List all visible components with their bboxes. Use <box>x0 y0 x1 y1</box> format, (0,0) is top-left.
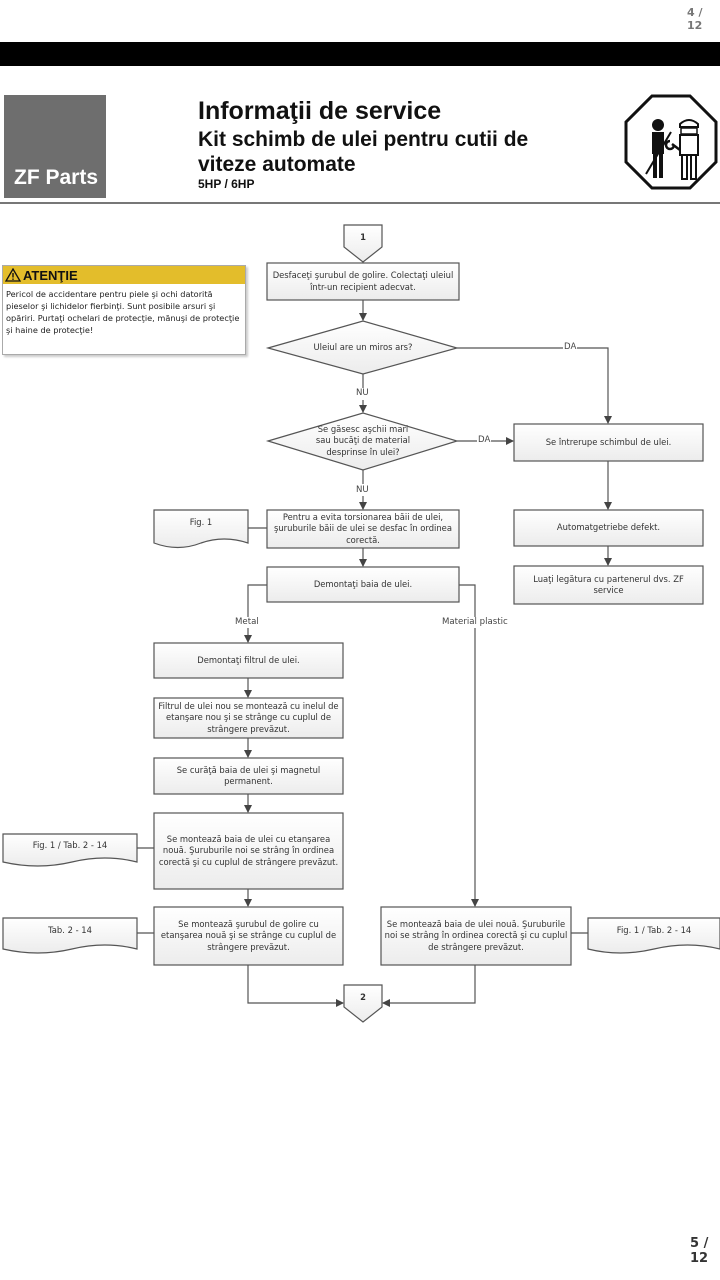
step-transmission-defect: Automatgetriebe defekt. <box>556 522 661 533</box>
header-divider <box>0 202 720 204</box>
decision-smell: Uleiul are un miros ars? <box>313 342 413 353</box>
workshop-sign-icon <box>624 94 718 190</box>
box-new-filter-shape <box>153 697 344 739</box>
doc-ref-fig1-tab-right: Fig. 1 / Tab. 2 - 14 <box>616 925 692 936</box>
label-metal: Metal <box>234 617 260 627</box>
warning-title: ATENŢIE <box>23 267 78 283</box>
step-drain: Desfaceţi şurubul de golire. Colectaţi u… <box>272 270 454 292</box>
end-connector: 2 <box>360 992 366 1003</box>
start-connector-shape <box>343 224 383 263</box>
doc-ref-tab: Tab. 2 - 14 <box>48 925 92 936</box>
doc-ref-fig1-tab: Fig. 1 / Tab. 2 - 14 <box>32 840 108 851</box>
logo-text: ZF Parts <box>14 166 99 189</box>
page-separator-bar <box>0 42 720 66</box>
model-label: 5HP / 6HP <box>198 177 255 191</box>
box-filter-shape <box>153 642 344 679</box>
page-indicator-top: 4 / 12 <box>687 6 703 32</box>
page-title: Informaţii de service <box>198 97 442 125</box>
step-stop-oil-change: Se întrerupe schimbul de ulei. <box>545 436 672 447</box>
doc-tab-shape <box>2 917 138 954</box>
label-yes-smell: DA <box>563 342 578 352</box>
step-remove-pan: Demontaţi baia de ulei. <box>313 578 413 589</box>
warning-triangle-icon <box>5 268 21 282</box>
doc-ref-fig1: Fig. 1 <box>189 517 213 528</box>
box-clean-shape <box>153 757 344 795</box>
page-indicator-bottom: 5 / 12 <box>690 1236 709 1266</box>
step-mount-drain-screw: Se montează şurubul de golire cu etanşar… <box>160 918 337 952</box>
zf-parts-logo: ZF Parts <box>4 95 106 198</box>
step-mount-pan-metal: Se montează baia de ulei cu etanşarea no… <box>158 833 339 867</box>
box-loosen-shape <box>266 509 460 549</box>
label-yes-chips: DA <box>477 435 492 445</box>
start-connector: 1 <box>360 232 366 243</box>
step-mount-pan-plastic: Se montează baia de ulei nouă. Şuruburil… <box>384 918 568 952</box>
decision-chips: Se găsesc aşchii mari sau bucăţi de mate… <box>315 423 411 457</box>
step-clean-pan: Se curăţă baia de ulei şi magnetul perma… <box>176 764 321 787</box>
doc-fig1tab-shape <box>2 833 138 867</box>
step-remove-filter: Demontaţi filtrul de ulei. <box>197 654 300 665</box>
doc-fig1-shape <box>153 509 249 549</box>
page-subtitle: Kit schimb de ulei pentru cutii de vitez… <box>198 128 529 176</box>
box-stop-shape <box>513 423 704 462</box>
step-contact-partner: Luaţi legătura cu partenerul dvs. ZF ser… <box>533 573 684 596</box>
warning-text: Pericol de accidentare pentru piele şi o… <box>6 289 240 335</box>
end-connector-shape <box>343 984 383 1023</box>
warning-box: ATENŢIE Pericol de accidentare pentru pi… <box>2 265 246 355</box>
doc-fig1tab-right-shape <box>587 917 720 954</box>
box-defect-shape <box>513 509 704 547</box>
box-contact-shape <box>513 565 704 605</box>
step-loosen-pan-screws: Pentru a evita torsionarea băii de ulei,… <box>274 511 452 545</box>
step-new-filter: Filtrul de ulei nou se montează cu inelu… <box>158 700 339 734</box>
box-drain-shape <box>266 262 460 301</box>
box-mount-pan-plastic-shape <box>380 906 572 966</box>
box-mount-pan-metal-shape <box>153 812 344 890</box>
label-plastic: Material plastic <box>441 617 509 627</box>
warning-header: ATENŢIE <box>3 266 245 284</box>
label-no-chips: NU <box>355 485 370 495</box>
label-no-smell: NU <box>355 388 370 398</box>
